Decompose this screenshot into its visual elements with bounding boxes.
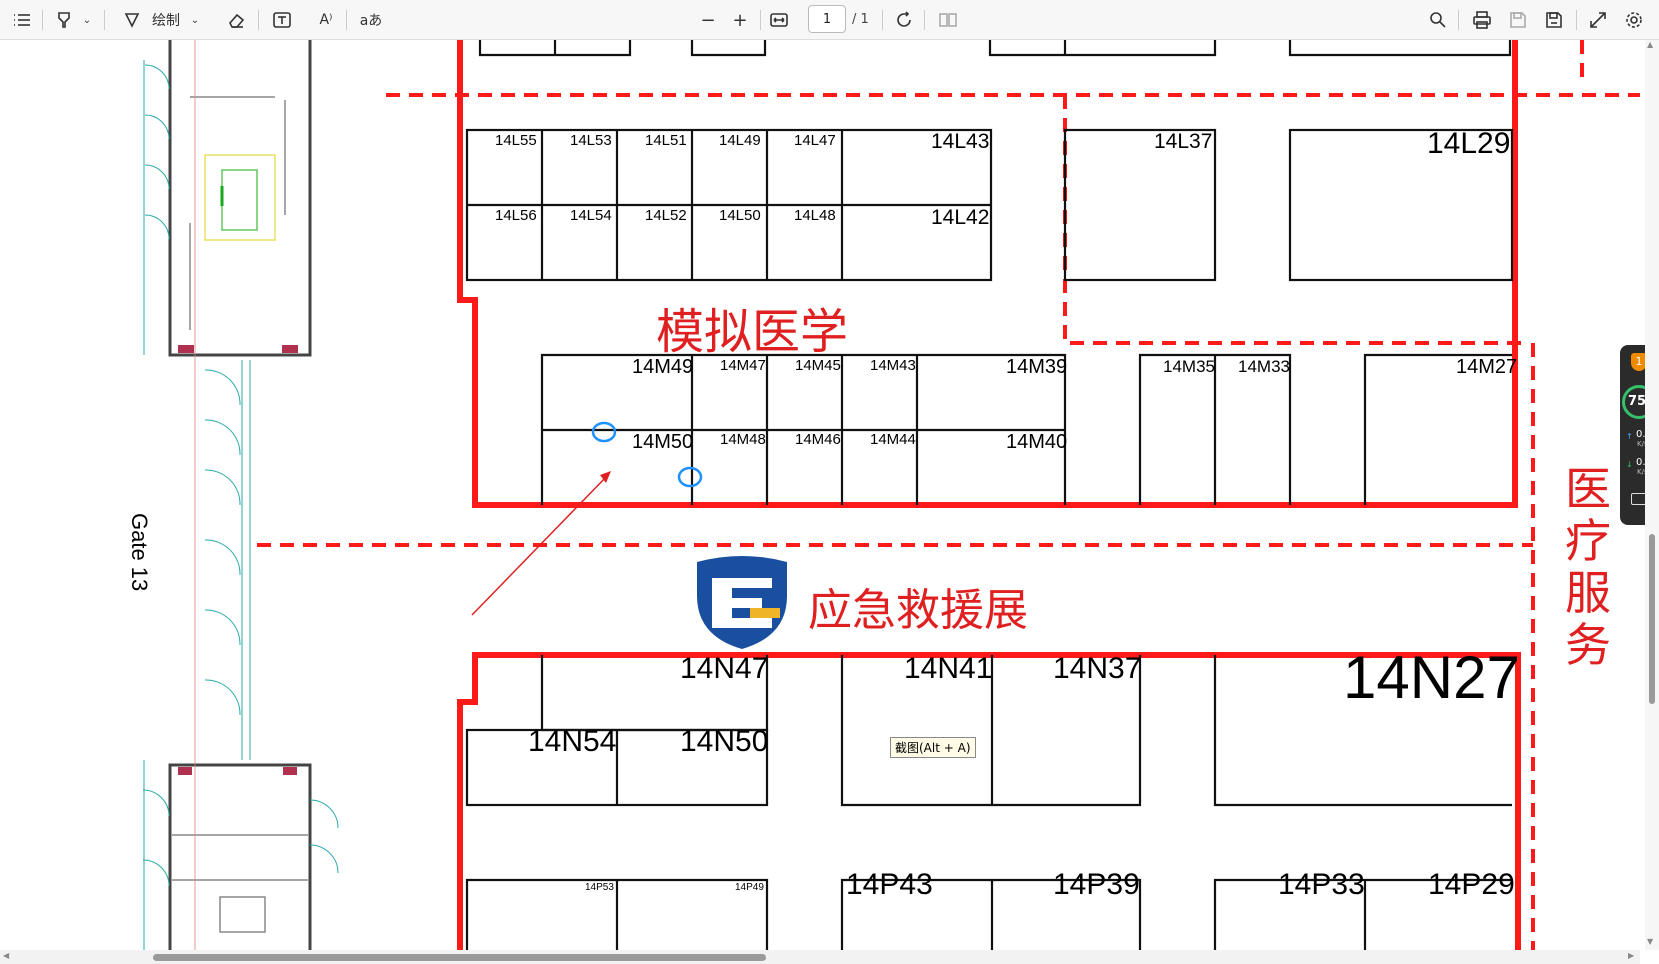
toolbar-separator: [104, 10, 105, 30]
scroll-down-arrow-icon[interactable]: ▼: [1647, 937, 1654, 946]
screenshot-tooltip: 截图(Alt + A): [890, 737, 976, 758]
settings-gear-icon[interactable]: [1622, 8, 1646, 32]
rotate-icon[interactable]: [892, 8, 916, 32]
booth-label[interactable]: 14P29: [1428, 868, 1515, 901]
toolbar-separator: [42, 10, 43, 30]
booth-label[interactable]: 14M48: [720, 431, 766, 448]
vertical-scrollbar[interactable]: ▲ ▼: [1645, 40, 1659, 950]
emergency-rescue-logo: [697, 556, 787, 649]
booth-label[interactable]: 14M45: [795, 357, 841, 374]
booth-label[interactable]: 14L49: [719, 132, 761, 149]
booth-label[interactable]: 14M46: [795, 431, 841, 448]
scroll-up-arrow-icon[interactable]: ▲: [1647, 40, 1654, 49]
chevron-down-icon[interactable]: ⌄: [82, 14, 92, 26]
search-icon[interactable]: [1426, 8, 1450, 32]
booth-label[interactable]: 14L56: [495, 207, 537, 224]
page-total: / 1: [852, 12, 869, 27]
horizontal-scrollbar[interactable]: ◀ ▶: [0, 950, 1640, 964]
booth-label[interactable]: 14L47: [794, 132, 836, 149]
fullscreen-icon[interactable]: [1586, 8, 1610, 32]
upload-arrow-icon: ↑: [1626, 432, 1633, 441]
booth-label[interactable]: 14L53: [570, 132, 612, 149]
booth-label[interactable]: 14M27: [1456, 356, 1518, 378]
pdf-toolbar: ⌄ 绘制 ⌄ A⁾ aあ − + / 1: [0, 0, 1659, 40]
scroll-left-arrow-icon[interactable]: ◀: [3, 951, 10, 960]
toolbar-separator: [882, 10, 883, 30]
blue-marker-circles: [591, 421, 703, 488]
upload-speed-unit: K/s: [1637, 440, 1648, 448]
booth-label[interactable]: 14P43: [846, 868, 933, 901]
toolbar-separator: [1576, 10, 1577, 30]
booth-label[interactable]: 14P49: [735, 882, 764, 893]
booth-label[interactable]: 14M43: [870, 357, 916, 374]
floor-plan-drawing: [142, 40, 1640, 950]
booth-label[interactable]: 14P53: [585, 882, 614, 893]
booth-label[interactable]: 14N47: [680, 652, 769, 685]
booth-label[interactable]: 14M44: [870, 431, 916, 448]
booth-label[interactable]: 14L51: [645, 132, 687, 149]
page-number-input[interactable]: [808, 5, 846, 33]
booth-label[interactable]: 14L48: [794, 207, 836, 224]
zoom-in-icon[interactable]: +: [732, 9, 748, 31]
hall-label-simulation-medicine: 模拟医学: [656, 304, 849, 360]
memory-usage-percent: 75: [1628, 394, 1647, 409]
toolbar-separator: [924, 10, 925, 30]
draw-pen-icon[interactable]: [120, 8, 144, 32]
toolbar-separator: [258, 10, 259, 30]
upload-speed: 0.1: [1636, 429, 1652, 440]
booth-label[interactable]: 14M33: [1238, 357, 1290, 376]
booth-label[interactable]: 14M35: [1163, 357, 1215, 376]
toolbar-separator: [1458, 10, 1459, 30]
print-icon[interactable]: [1470, 8, 1494, 32]
booth-label[interactable]: 14N37: [1053, 652, 1142, 685]
download-speed: 0.1: [1636, 457, 1652, 468]
toolbar-separator: [760, 10, 761, 30]
gate-label: Gate 13: [127, 513, 152, 592]
booth-label[interactable]: 14L37: [1154, 130, 1213, 153]
booth-label[interactable]: 14M49: [632, 356, 694, 378]
booth-label[interactable]: 14L50: [719, 207, 761, 224]
booth-label[interactable]: 14M39: [1006, 356, 1068, 378]
booth-label[interactable]: 14P33: [1278, 868, 1365, 901]
save-as-icon[interactable]: [1542, 8, 1566, 32]
booth-label[interactable]: 14L52: [645, 207, 687, 224]
booth-label[interactable]: 14M40: [1006, 431, 1068, 453]
draw-button[interactable]: 绘制: [152, 13, 180, 29]
download-arrow-icon: ↓: [1626, 460, 1633, 469]
save-icon[interactable]: [1506, 8, 1530, 32]
read-aloud-icon[interactable]: A⁾: [319, 12, 333, 28]
booth-label[interactable]: 14L54: [570, 207, 612, 224]
floor-plan-canvas: 14L55 14L53 14L51 14L49 14L47 14L43 14L5…: [0, 40, 1659, 964]
booth-label[interactable]: 14M50: [632, 431, 694, 453]
booth-label[interactable]: 14L55: [495, 132, 537, 149]
booth-label[interactable]: 14N41: [904, 652, 993, 685]
download-speed-unit: K/s: [1637, 468, 1648, 476]
booth-label[interactable]: 14N54: [528, 725, 617, 758]
hall-label-medical-service: 医疗服务: [1565, 462, 1611, 672]
toolbar-separator: [346, 10, 347, 30]
translate-button[interactable]: aあ: [359, 13, 383, 29]
zoom-out-icon[interactable]: −: [700, 9, 716, 31]
two-page-view-icon[interactable]: [936, 8, 960, 32]
hall-label-emergency-rescue: 应急救援展: [808, 585, 1028, 636]
vertical-scroll-thumb[interactable]: [1649, 534, 1655, 704]
booth-label[interactable]: 14L43: [931, 130, 990, 153]
scroll-right-arrow-icon[interactable]: ▶: [1628, 951, 1635, 960]
text-box-icon[interactable]: [270, 8, 294, 32]
horizontal-scroll-thumb[interactable]: [153, 954, 766, 961]
highlight-icon[interactable]: [52, 8, 76, 32]
eraser-icon[interactable]: [224, 8, 248, 32]
fit-width-icon[interactable]: [766, 8, 792, 32]
outline-list-icon[interactable]: [10, 8, 34, 32]
booth-label[interactable]: 14P39: [1053, 868, 1140, 901]
chevron-down-icon[interactable]: ⌄: [190, 14, 200, 26]
booth-label[interactable]: 14L29: [1427, 127, 1511, 160]
booth-label[interactable]: 14L42: [931, 206, 990, 229]
booth-label[interactable]: 14N50: [680, 725, 769, 758]
booth-label[interactable]: 14M47: [720, 357, 766, 374]
security-shield-icon[interactable]: 1: [1631, 353, 1647, 371]
booth-label[interactable]: 14N27: [1343, 644, 1520, 711]
